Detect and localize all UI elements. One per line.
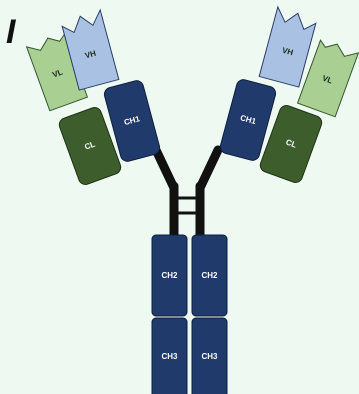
vh-right-label: VH xyxy=(281,46,294,58)
ch2-right-label: CH2 xyxy=(201,271,218,280)
cl-right-shape xyxy=(259,105,323,183)
vl-right-label: VL xyxy=(321,74,334,86)
ch2-left-domain: CH2 xyxy=(151,234,188,317)
right-arm-linker xyxy=(195,145,223,193)
ch1-right-label: CH1 xyxy=(239,113,257,126)
cl-left-label: CL xyxy=(83,140,96,152)
cl-left-domain: CL xyxy=(58,107,122,185)
ch3-right-label: CH3 xyxy=(201,352,218,361)
vh-left-label: VH xyxy=(84,49,97,61)
panel-letter: I xyxy=(6,13,17,51)
ch3-left-domain: CH3 xyxy=(151,317,188,394)
ch1-right-shape xyxy=(219,79,277,161)
vl-left-shape xyxy=(25,33,89,112)
cl-right-label: CL xyxy=(285,138,298,150)
cl-left-shape xyxy=(58,107,122,185)
vh-left-domain: VH xyxy=(61,8,120,91)
left-arm-linker xyxy=(151,145,179,193)
ch1-left-label: CH1 xyxy=(123,114,141,127)
ch1-left-domain: CH1 xyxy=(103,80,161,162)
ch3-right-domain: CH3 xyxy=(191,317,228,394)
ch1-left-shape xyxy=(103,80,161,162)
vh-right-domain: VH xyxy=(258,5,317,88)
vl-right-domain: VL xyxy=(296,39,359,118)
ch2-right-shape xyxy=(191,234,228,317)
ch3-left-shape xyxy=(151,317,188,394)
hinge-region xyxy=(122,145,252,241)
cl-right-domain: CL xyxy=(259,105,323,183)
vh-right-shape xyxy=(258,5,317,88)
vl-left-label: VL xyxy=(51,67,64,79)
ch1-right-domain: CH1 xyxy=(219,79,277,161)
ch2-left-label: CH2 xyxy=(161,271,178,280)
ch3-right-shape xyxy=(191,317,228,394)
fc-region: CH2 CH2 CH3 CH3 xyxy=(151,234,228,394)
vh-left-shape xyxy=(61,8,120,91)
ch2-right-domain: CH2 xyxy=(191,234,228,317)
ch3-left-label: CH3 xyxy=(161,352,178,361)
vl-right-shape xyxy=(296,39,359,118)
ch2-left-shape xyxy=(151,234,188,317)
vl-left-domain: VL xyxy=(25,33,89,112)
